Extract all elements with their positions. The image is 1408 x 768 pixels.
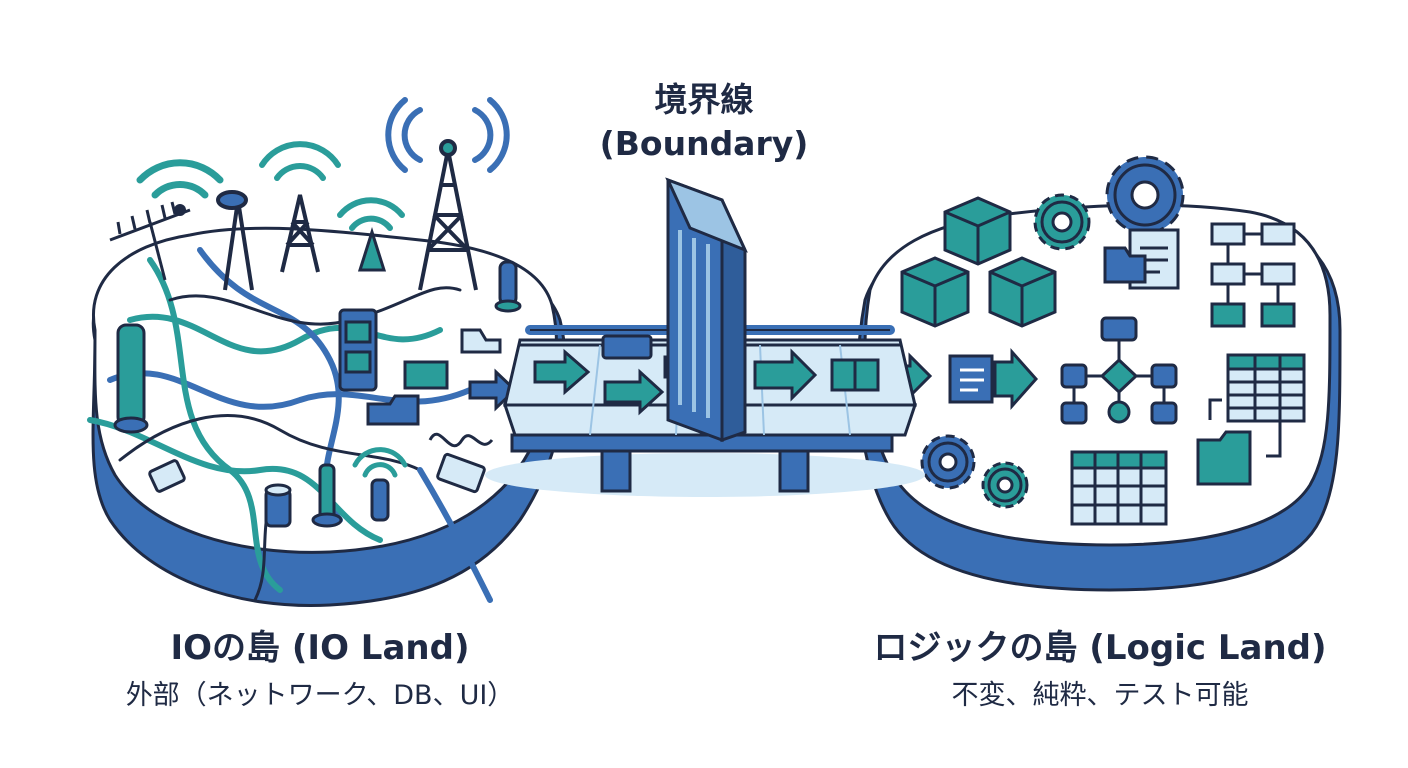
database-icon [494, 260, 522, 313]
io-land-title: IOの島 (IO Land) [170, 628, 470, 668]
wifi-icon [385, 97, 510, 173]
gear-icon [1105, 155, 1185, 235]
logic-land-island [856, 155, 1342, 592]
io-land-island [87, 97, 568, 608]
flowchart-icon [1210, 222, 1296, 328]
flowchart-icon [1060, 316, 1178, 425]
gear-icon [1033, 193, 1091, 251]
wifi-icon [337, 197, 405, 231]
document-icon [948, 348, 1039, 410]
io-land-subtitle: 外部（ネットワーク、DB、UI） [125, 680, 515, 711]
wifi-icon [352, 447, 408, 522]
database-icon [311, 463, 343, 528]
gear-icon [920, 434, 976, 490]
plug-icon [148, 459, 186, 493]
wave-icon [428, 432, 494, 448]
arrow-icon [533, 348, 591, 396]
logic-land-title: ロジックの島 (Logic Land) [873, 628, 1327, 668]
io-land-caption: IOの島 (IO Land) 外部（ネットワーク、DB、UI） [60, 622, 580, 718]
arrow-icon [603, 368, 665, 416]
gear-icon [981, 461, 1029, 509]
document-icon [1103, 228, 1180, 290]
cube-icon [943, 196, 1012, 266]
antenna-tower-icon [109, 201, 191, 281]
boundary-title-ja: 境界線 [654, 80, 754, 119]
cube-icon [988, 256, 1057, 328]
antenna-tower-icon [216, 190, 254, 291]
folder-icon [460, 328, 502, 354]
boundary-title-en: (Boundary) [599, 124, 809, 163]
logic-land-subtitle: 不変、純粋、テスト可能 [951, 680, 1249, 711]
table-icon [1070, 450, 1168, 526]
antenna-tower-icon [280, 194, 320, 273]
package-icon [601, 334, 653, 360]
bridge-pillar [600, 449, 632, 493]
cube-icon [900, 256, 970, 328]
table-icon [1226, 353, 1306, 423]
database-icon [264, 483, 292, 528]
boundary-label: 境界線 (Boundary) [554, 78, 854, 166]
folder-icon [1196, 398, 1282, 486]
logic-land-caption: ロジックの島 (Logic Land) 不変、純粋、テスト可能 [830, 622, 1370, 718]
wifi-icon [259, 141, 341, 181]
boundary-gate [665, 177, 748, 443]
cube-icon [830, 358, 880, 392]
plug-icon [338, 308, 378, 392]
bridge [485, 177, 925, 497]
antenna-tower-icon [418, 139, 478, 291]
wifi-icon [136, 159, 224, 216]
plug-icon [436, 452, 486, 494]
arrow-icon [753, 348, 818, 402]
antenna-base [357, 227, 387, 272]
database-icon [113, 323, 149, 434]
folder-icon [366, 394, 420, 426]
folder-icon [403, 360, 449, 390]
bridge-pillar [778, 449, 810, 493]
